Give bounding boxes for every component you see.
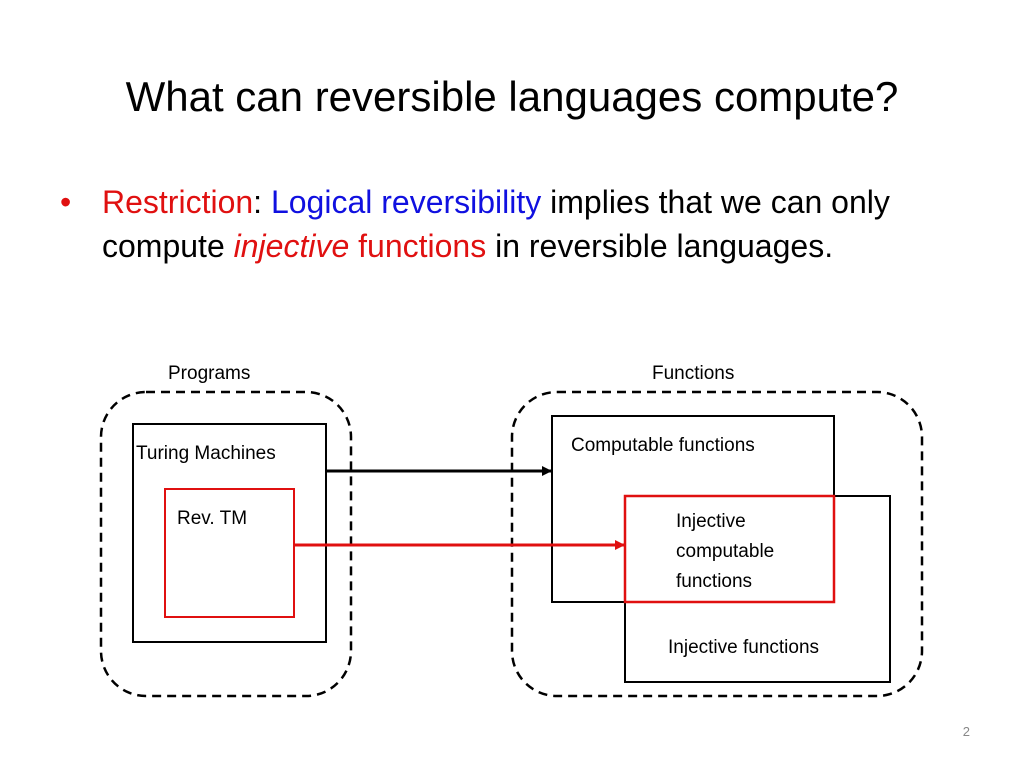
bullet-point: • Restriction: Logical reversibility imp… — [60, 180, 970, 268]
bullet-text: Restriction: Logical reversibility impli… — [102, 180, 970, 268]
implies-text: implies that we can only compute — [102, 184, 890, 264]
rev-tm-box — [164, 488, 295, 618]
slide-title: What can reversible languages compute? — [125, 73, 899, 120]
injective-computable-line-3: functions — [676, 571, 753, 592]
rev-tm-label: Rev. TM — [177, 508, 248, 529]
computable-functions-label: Computable functions — [571, 435, 755, 456]
bullet-dot-icon: • — [60, 184, 72, 220]
functions-label: Functions — [652, 363, 735, 384]
colon-text: : — [253, 184, 263, 220]
programs-label: Programs — [168, 363, 251, 384]
logical-reversibility-text: Logical reversibility — [270, 184, 542, 220]
injective-text: injective — [233, 228, 350, 264]
functions-text: functions — [358, 228, 487, 264]
turing-machines-label: Turing Machines — [136, 443, 276, 464]
injective-computable-box — [623, 494, 836, 604]
restriction-text: Restriction — [102, 184, 254, 220]
tail-text: in reversible languages. — [495, 228, 834, 264]
page-number: 2 — [962, 724, 970, 739]
injective-functions-label: Injective functions — [668, 637, 820, 658]
injective-computable-line-1: Injective — [676, 511, 746, 532]
injective-computable-label: Injective computable functions — [676, 507, 774, 597]
injective-computable-line-2: computable — [676, 541, 775, 562]
